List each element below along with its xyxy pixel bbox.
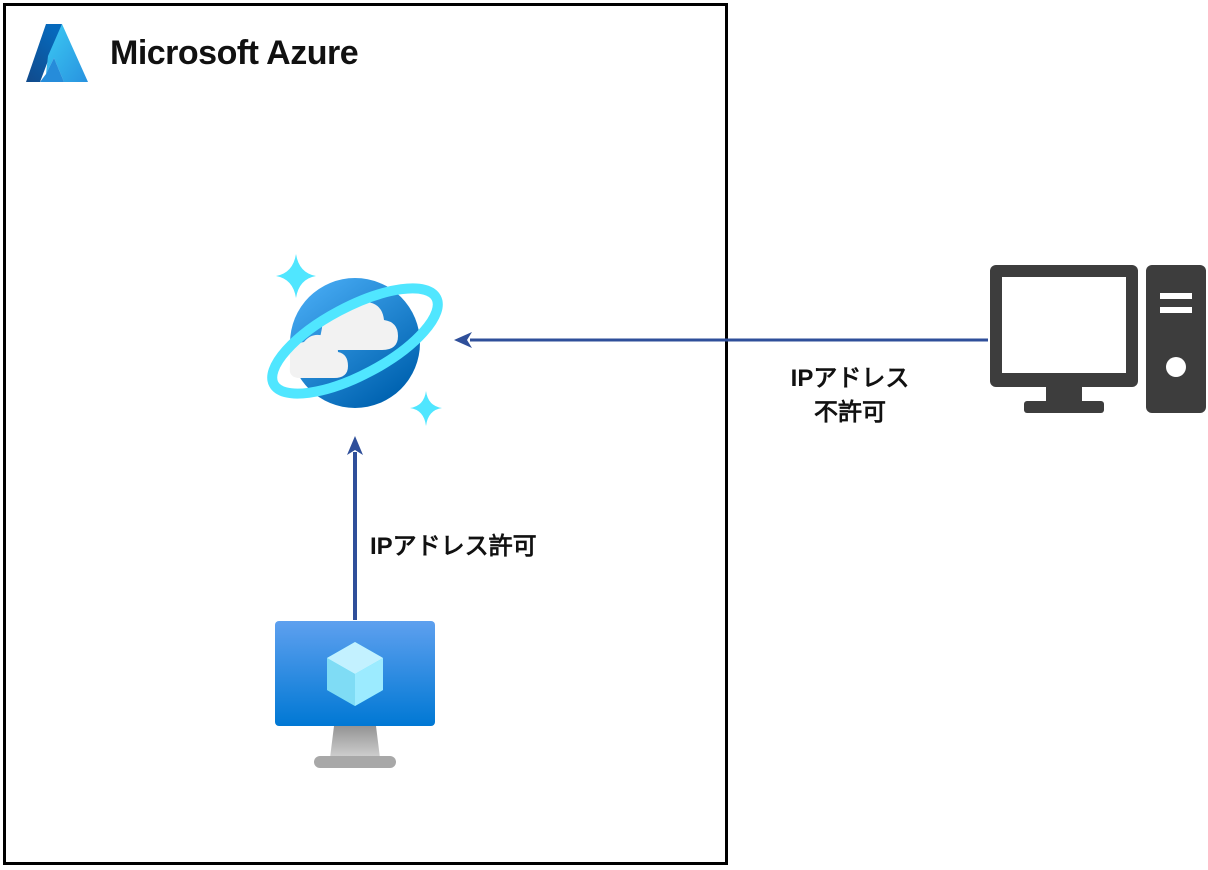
arrowhead-up — [347, 436, 363, 455]
connector-allowed — [347, 436, 363, 620]
denied-label-line1: IPアドレス — [790, 365, 910, 392]
allowed-label: IPアドレス許可 — [370, 533, 537, 560]
azure-brand: Microsoft Azure — [24, 22, 359, 84]
azure-logo-icon — [26, 24, 88, 82]
desktop-computer-icon — [990, 265, 1206, 413]
azure-boundary — [3, 3, 728, 865]
denied-label-line2: 不許可 — [814, 399, 886, 426]
connector-denied — [454, 332, 988, 348]
denied-label: IPアドレス 不許可 — [778, 362, 922, 430]
brand-name: Microsoft Azure — [110, 33, 359, 72]
virtual-machine-icon — [275, 621, 435, 768]
arrowhead-left — [454, 332, 472, 348]
cosmos-db-icon — [267, 254, 443, 426]
